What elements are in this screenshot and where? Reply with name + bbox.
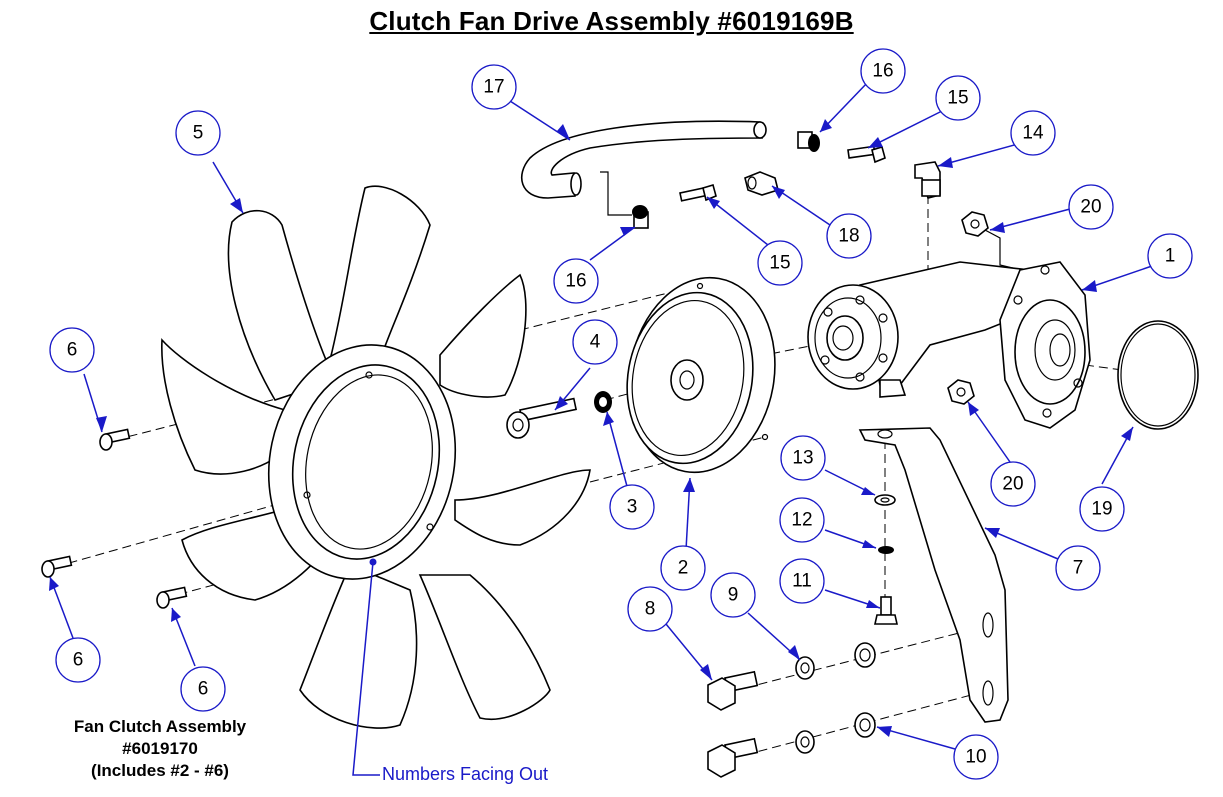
callout-15-lower: 15	[757, 240, 803, 286]
svg-text:11: 11	[792, 571, 812, 592]
callout-9: 9	[710, 572, 756, 618]
svg-text:3: 3	[627, 497, 638, 518]
bolt-4	[506, 397, 578, 439]
svg-text:9: 9	[728, 585, 739, 606]
fan-blades	[161, 185, 591, 729]
callout-1: 1	[1147, 233, 1193, 279]
callout-16-upper: 16	[860, 48, 906, 94]
svg-text:13: 13	[792, 448, 813, 469]
fitting-15-lower	[679, 183, 717, 202]
callout-6-lower: 6	[180, 666, 226, 712]
svg-text:8: 8	[645, 599, 656, 620]
svg-text:15: 15	[769, 253, 790, 274]
svg-text:5: 5	[193, 123, 204, 144]
callout-5: 5	[175, 110, 221, 156]
callout-12: 12	[779, 497, 825, 543]
callout-6-left: 6	[55, 637, 101, 683]
washers-9	[795, 656, 815, 754]
elbow-fitting-14	[914, 161, 941, 199]
callout-16-lower: 16	[553, 258, 599, 304]
callout-20-upper: 20	[1068, 184, 1114, 230]
callout-17: 17	[471, 64, 517, 110]
bolt-8-lower	[707, 737, 759, 778]
fan-hub	[267, 344, 457, 580]
svg-text:20: 20	[1002, 474, 1023, 495]
washers-10	[854, 642, 876, 738]
callout-14: 14	[1010, 110, 1056, 156]
svg-text:1: 1	[1165, 246, 1176, 267]
svg-text:7: 7	[1073, 558, 1084, 579]
svg-text:16: 16	[565, 271, 586, 292]
diagram-title: Clutch Fan Drive Assembly #6019169B	[369, 6, 854, 36]
svg-text:2: 2	[678, 558, 689, 579]
svg-text:16: 16	[872, 61, 893, 82]
svg-text:20: 20	[1080, 197, 1101, 218]
nut-20-lower	[947, 379, 975, 405]
callout-15-upper: 15	[935, 75, 981, 121]
fitting-18	[744, 171, 779, 196]
bolt-8-upper	[707, 670, 759, 711]
callout-20-lower: 20	[990, 461, 1036, 507]
svg-text:10: 10	[965, 747, 986, 768]
assembly-note-line3: (Includes #2 - #6)	[91, 761, 229, 780]
bolt-6-upper	[99, 428, 131, 451]
clutch-plate-2	[626, 276, 776, 474]
callout-2: 2	[660, 545, 706, 591]
callout-6-upper: 6	[49, 327, 95, 373]
svg-text:4: 4	[590, 332, 601, 353]
bolt-11	[874, 596, 898, 625]
svg-text:15: 15	[947, 88, 968, 109]
callout-10: 10	[953, 734, 999, 780]
lock-washer-12	[878, 546, 894, 554]
caption-leader	[352, 561, 380, 776]
clamp-16-lower	[632, 205, 649, 229]
svg-text:14: 14	[1022, 123, 1044, 144]
svg-text:12: 12	[791, 510, 812, 531]
bolt-6-lower	[156, 586, 188, 609]
svg-text:6: 6	[67, 340, 78, 361]
svg-text:6: 6	[73, 650, 84, 671]
washer-3	[594, 391, 612, 413]
svg-text:17: 17	[483, 77, 504, 98]
svg-text:19: 19	[1091, 499, 1112, 520]
clamp-16-upper	[797, 131, 820, 152]
callout-arrowheads	[49, 119, 1133, 737]
bracket-7	[858, 427, 1009, 723]
o-ring-19	[1117, 320, 1199, 430]
numbers-facing-out-caption: Numbers Facing Out	[382, 764, 549, 784]
assembly-note-line1: Fan Clutch Assembly	[73, 717, 247, 736]
callout-8: 8	[627, 586, 673, 632]
callout-18: 18	[826, 213, 872, 259]
callout-3: 3	[609, 484, 655, 530]
assembly-note-line2: #6019170	[122, 739, 198, 758]
callout-4: 4	[572, 319, 618, 365]
svg-text:6: 6	[198, 679, 209, 700]
callout-7: 7	[1055, 545, 1101, 591]
nut-20-upper	[961, 211, 989, 237]
fitting-15-upper	[847, 145, 886, 164]
callout-11: 11	[779, 558, 825, 604]
hose-17	[520, 120, 767, 199]
svg-text:18: 18	[838, 226, 859, 247]
callout-19: 19	[1079, 486, 1125, 532]
callout-13: 13	[780, 435, 826, 481]
gearbox-1	[807, 261, 1091, 429]
assembly-note: Fan Clutch Assembly #6019170 (Includes #…	[30, 716, 290, 782]
bolt-6-left	[41, 555, 73, 578]
washer-13	[874, 494, 896, 506]
